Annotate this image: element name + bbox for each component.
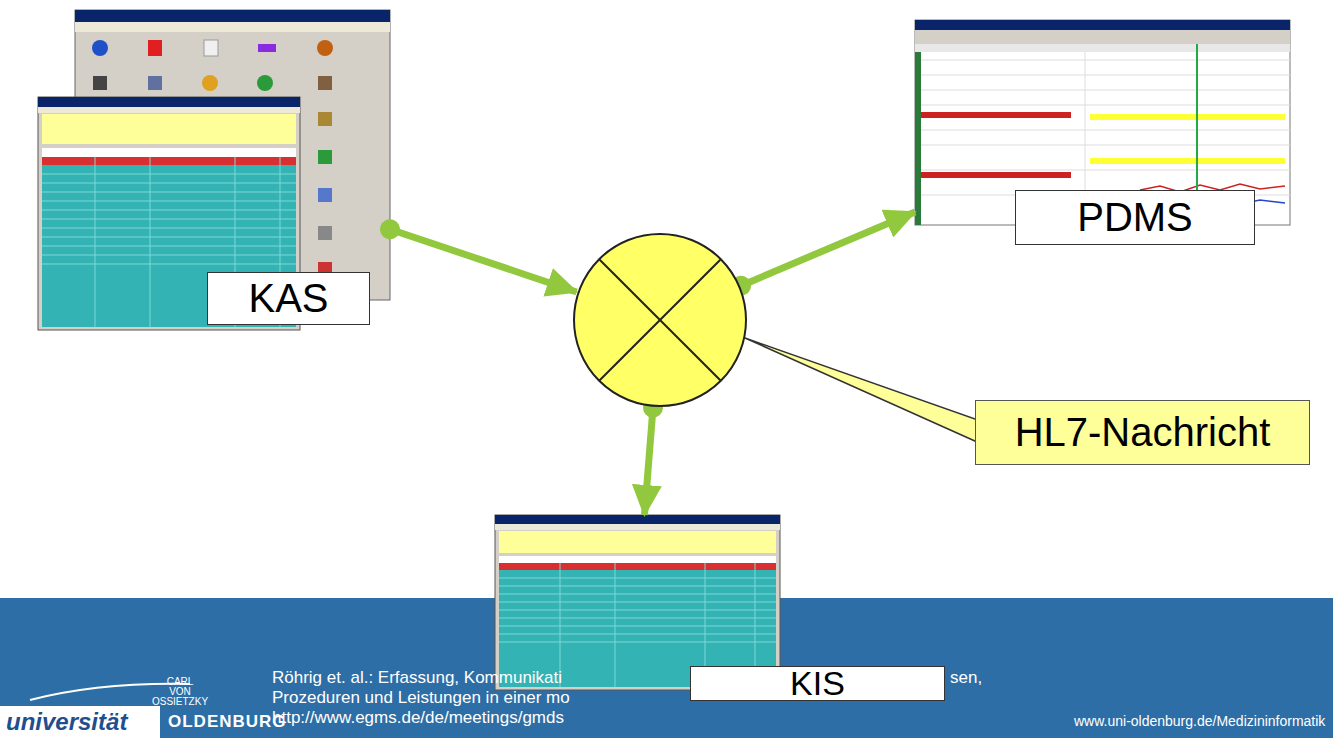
citation-text: http://www.egms.de/de/meetings/gmds — [272, 708, 564, 728]
system-label: PDMS — [1015, 190, 1255, 245]
callout-box: HL7-Nachricht — [975, 400, 1310, 465]
logo-text: OSSIETZKY — [140, 696, 220, 707]
logo-text: VON — [150, 686, 210, 697]
logo-text: OLDENBURG — [168, 712, 287, 732]
callout-text: HL7-Nachricht — [1003, 410, 1283, 455]
system-screenshot: PDMS — [915, 20, 1290, 245]
system-label: KAS — [207, 272, 370, 325]
hub-circle — [572, 232, 748, 408]
logo-text: CARL — [150, 676, 210, 687]
data-flow-arrow — [390, 229, 577, 292]
logo-text: universität — [6, 708, 127, 736]
citation-text: Röhrig et. al.: Erfassung, Kommunikati — [272, 668, 562, 688]
system-screenshot: KAS — [38, 10, 390, 330]
data-flow-arrow — [644, 408, 653, 515]
citation-text: Prozeduren und Leistungen in einer mo — [272, 688, 570, 708]
system-screenshot: KIS — [495, 515, 780, 690]
footer-url: www.uni-oldenburg.de/Medizininformatik — [1074, 713, 1325, 729]
system-label: KIS — [690, 666, 945, 701]
citation-text: sen, — [950, 668, 982, 688]
data-flow-arrow — [741, 212, 915, 286]
message-hub — [572, 232, 748, 408]
